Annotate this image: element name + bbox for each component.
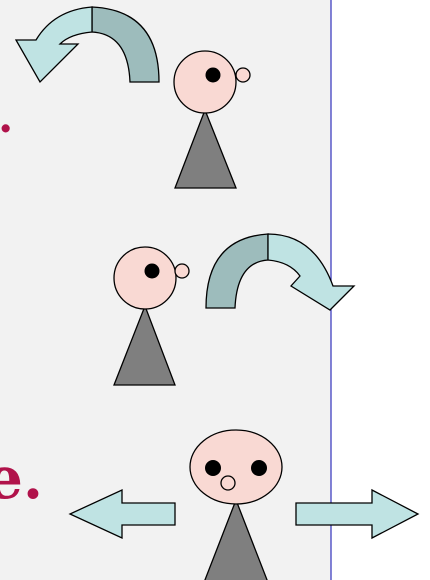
figure-eye — [145, 264, 160, 279]
figure-head — [114, 247, 176, 309]
figure-nose — [221, 476, 235, 490]
figure-head — [174, 51, 236, 113]
figure-nose — [175, 264, 189, 278]
text-fragment-top: . — [0, 92, 13, 143]
figure-eye — [206, 68, 221, 83]
figure-head — [190, 430, 282, 504]
figure-right-eye — [251, 460, 267, 476]
figure-left-eye — [205, 460, 221, 476]
text-fragment-bottom: e. — [0, 444, 43, 512]
figure-nose — [236, 68, 250, 82]
